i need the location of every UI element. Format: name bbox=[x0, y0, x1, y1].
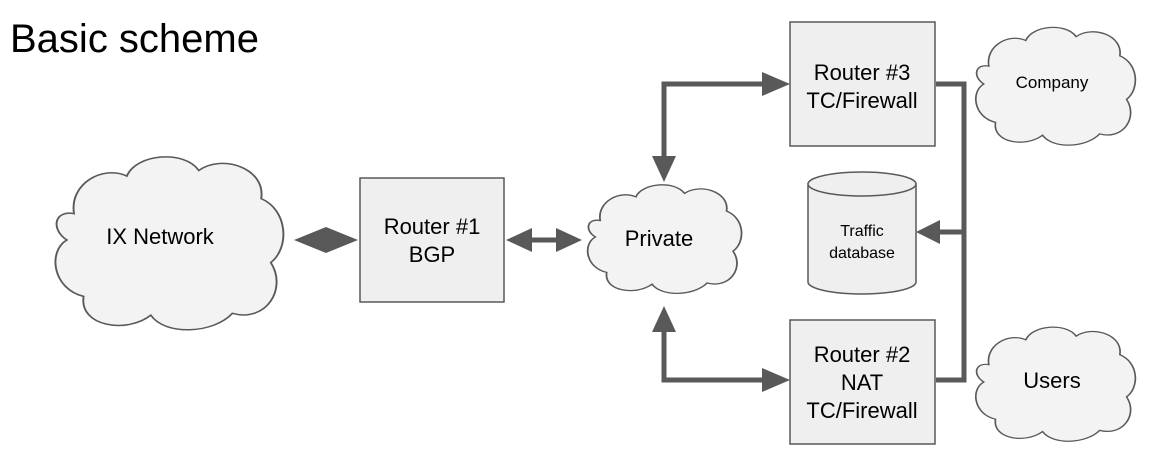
router3-role: TC/Firewall bbox=[806, 88, 917, 113]
traffic-database-cylinder[interactable]: Traffic database bbox=[807, 171, 917, 295]
traffic-db-label-2: database bbox=[829, 245, 895, 262]
company-cloud[interactable]: Company bbox=[976, 27, 1136, 145]
router1-name: Router #1 bbox=[384, 214, 481, 239]
traffic-db-label-1: Traffic bbox=[840, 223, 884, 240]
users-cloud[interactable]: Users bbox=[976, 327, 1136, 441]
router1-box[interactable]: Router #1 BGP bbox=[359, 177, 505, 303]
edge-private-router3 bbox=[652, 72, 790, 182]
router2-box[interactable]: Router #2 NAT TC/Firewall bbox=[789, 319, 936, 445]
edge-routers-trafficdb bbox=[916, 81, 967, 383]
edge-router1-private bbox=[506, 228, 582, 252]
router2-name: Router #2 bbox=[814, 342, 911, 367]
ix-network-cloud[interactable]: IX Network bbox=[55, 157, 283, 330]
edge-private-router2 bbox=[652, 306, 790, 392]
ix-network-label: IX Network bbox=[106, 224, 215, 249]
page-title: Basic scheme bbox=[10, 17, 259, 61]
company-label: Company bbox=[1016, 73, 1089, 92]
router3-name: Router #3 bbox=[814, 60, 911, 85]
private-label: Private bbox=[625, 226, 693, 251]
router3-box[interactable]: Router #3 TC/Firewall bbox=[789, 21, 936, 147]
connectors bbox=[294, 72, 967, 392]
edge-ix-router1 bbox=[294, 227, 358, 253]
users-label: Users bbox=[1023, 368, 1080, 393]
router2-role: TC/Firewall bbox=[806, 398, 917, 423]
router2-nat: NAT bbox=[841, 370, 883, 395]
router1-role: BGP bbox=[409, 242, 455, 267]
private-cloud[interactable]: Private bbox=[588, 185, 742, 294]
